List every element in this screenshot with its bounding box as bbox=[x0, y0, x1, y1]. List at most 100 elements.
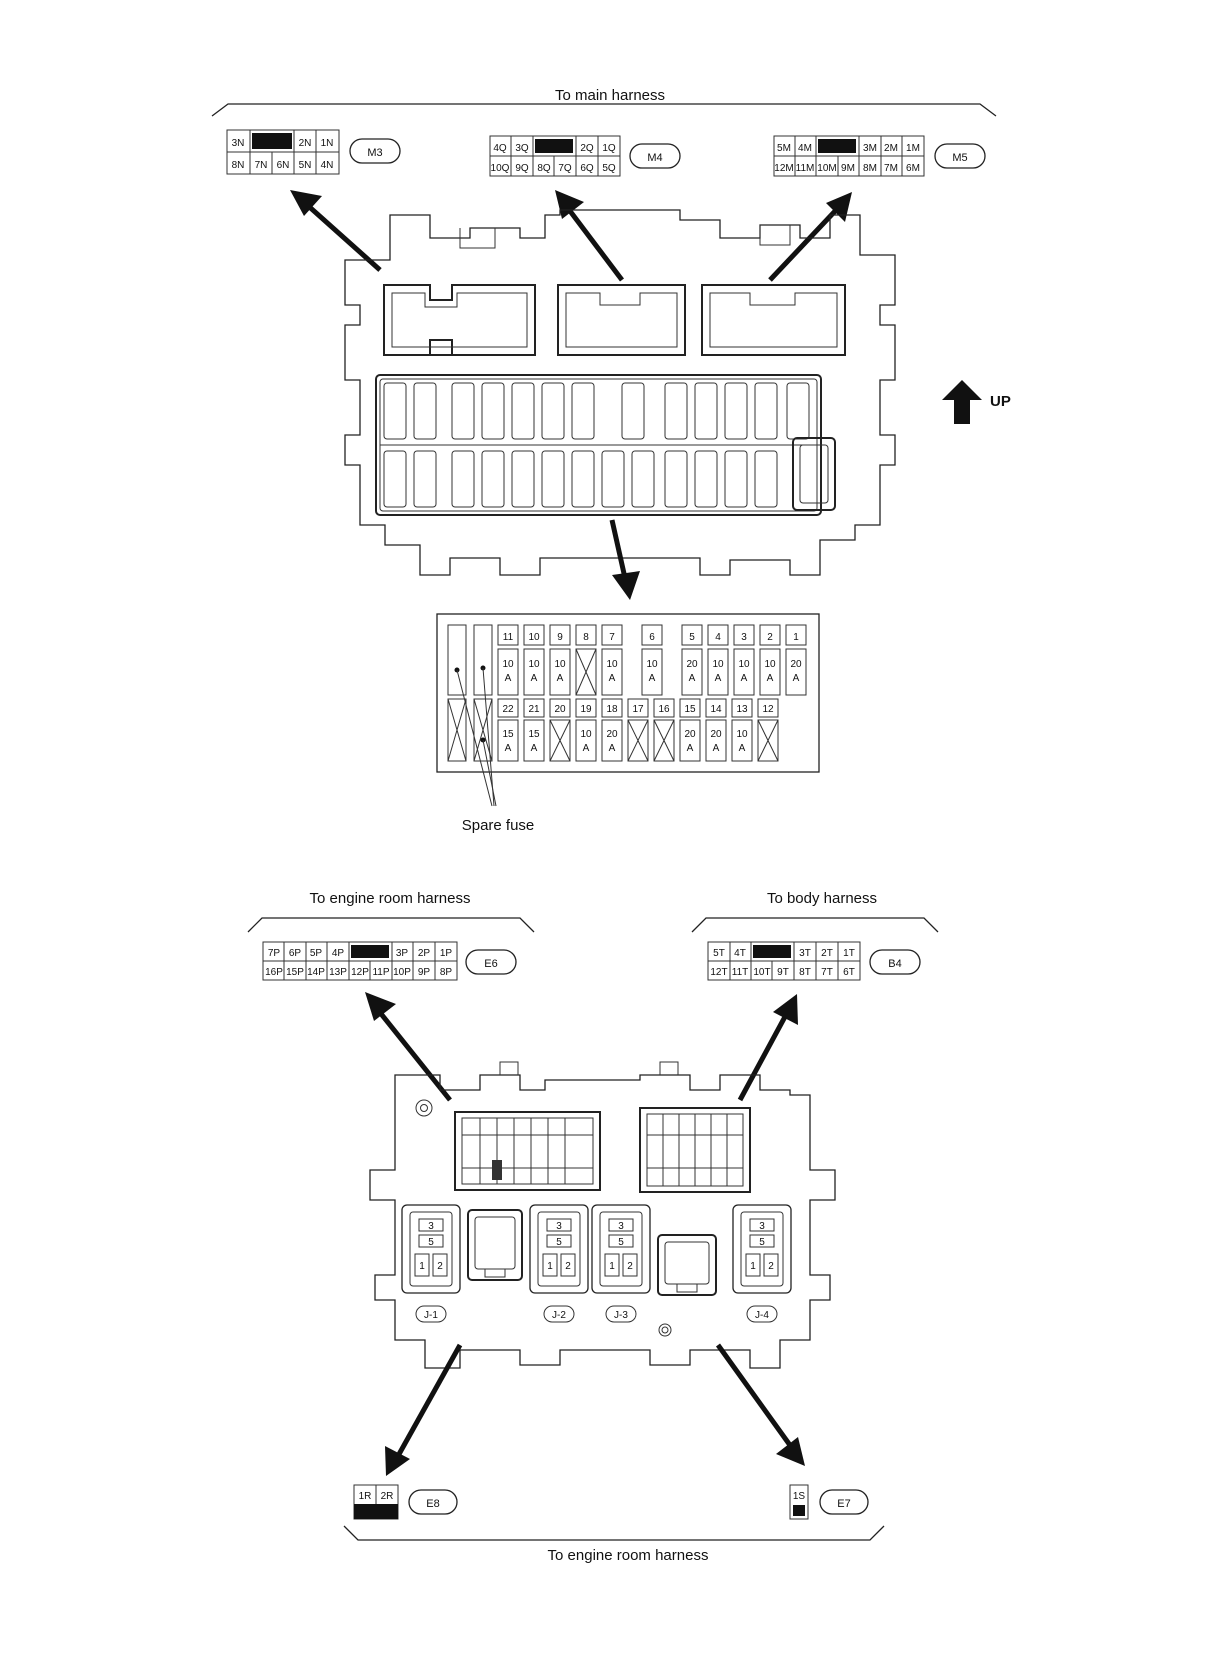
relay-id-j4: J-4 bbox=[755, 1310, 769, 1321]
pin-10m: 10M bbox=[817, 163, 836, 174]
body-connector-housing bbox=[639, 1107, 751, 1193]
svg-text:11T: 11T bbox=[732, 967, 749, 978]
svg-text:11: 11 bbox=[503, 632, 514, 643]
svg-text:20: 20 bbox=[686, 659, 698, 670]
relay-j1: 3 5 1 2 J-1 bbox=[401, 1204, 461, 1323]
engine-room-bracket bbox=[247, 917, 535, 933]
svg-text:2: 2 bbox=[565, 1261, 571, 1272]
pin-6m: 6M bbox=[906, 163, 920, 174]
spare-fuse-slots bbox=[447, 624, 497, 807]
pin-3q: 3Q bbox=[515, 143, 529, 154]
svg-text:1: 1 bbox=[419, 1261, 425, 1272]
svg-text:20: 20 bbox=[606, 729, 618, 740]
svg-text:1: 1 bbox=[750, 1261, 756, 1272]
svg-text:3: 3 bbox=[556, 1221, 562, 1232]
fuse-layout-panel bbox=[436, 613, 820, 773]
svg-text:A: A bbox=[689, 673, 696, 684]
svg-text:A: A bbox=[583, 743, 590, 754]
svg-text:13P: 13P bbox=[329, 967, 347, 978]
pin-5q: 5Q bbox=[602, 163, 616, 174]
svg-text:2: 2 bbox=[767, 632, 773, 643]
connector-e7: 1S E7 bbox=[789, 1484, 869, 1520]
fuse-slot: 14 20 A bbox=[705, 698, 727, 762]
fuse-slot: 6 10 A bbox=[641, 624, 663, 696]
pin-7m: 7M bbox=[884, 163, 898, 174]
pin-7q: 7Q bbox=[558, 163, 572, 174]
pin-2q: 2Q bbox=[580, 143, 594, 154]
pin-1n: 1N bbox=[321, 138, 334, 149]
svg-text:A: A bbox=[609, 743, 616, 754]
svg-text:14P: 14P bbox=[307, 967, 325, 978]
svg-text:9: 9 bbox=[557, 632, 563, 643]
svg-text:10: 10 bbox=[712, 659, 724, 670]
svg-text:19: 19 bbox=[580, 704, 592, 715]
fuse-slot: 7 10 A bbox=[601, 624, 623, 696]
svg-text:8P: 8P bbox=[440, 967, 453, 978]
upper-fuse-block bbox=[344, 209, 896, 576]
svg-text:8T: 8T bbox=[799, 967, 811, 978]
fuse-slot: 11 10 A bbox=[497, 624, 519, 696]
svg-text:2R: 2R bbox=[381, 1491, 394, 1502]
socket-left bbox=[467, 1209, 523, 1281]
relay-id-j3: J-3 bbox=[614, 1310, 628, 1321]
pin-10q: 10Q bbox=[491, 163, 510, 174]
svg-text:10: 10 bbox=[764, 659, 776, 670]
svg-text:9P: 9P bbox=[418, 967, 431, 978]
upper-fuse-slots-bottom bbox=[383, 437, 836, 511]
svg-text:2: 2 bbox=[437, 1261, 443, 1272]
svg-text:A: A bbox=[713, 743, 720, 754]
svg-text:10: 10 bbox=[646, 659, 658, 670]
svg-text:A: A bbox=[687, 743, 694, 754]
svg-text:3: 3 bbox=[759, 1221, 765, 1232]
svg-text:1R: 1R bbox=[359, 1491, 372, 1502]
connector-id-m4: M4 bbox=[647, 152, 662, 164]
connector-id-b4: B4 bbox=[888, 958, 901, 970]
fuse-slot: 22 15 A bbox=[497, 698, 519, 762]
fuse-slot: 2 10 A bbox=[759, 624, 781, 696]
svg-text:17: 17 bbox=[632, 704, 644, 715]
relay-id-j2: J-2 bbox=[552, 1310, 566, 1321]
svg-text:A: A bbox=[609, 673, 616, 684]
svg-text:7: 7 bbox=[609, 632, 615, 643]
label-to-body-harness: To body harness bbox=[767, 890, 877, 907]
svg-text:5T: 5T bbox=[713, 948, 725, 959]
svg-text:10: 10 bbox=[528, 659, 540, 670]
svg-text:10P: 10P bbox=[393, 967, 411, 978]
svg-text:12: 12 bbox=[762, 704, 774, 715]
fuse-slot-empty: 16 bbox=[653, 698, 675, 762]
label-to-engine-room-harness-bottom: To engine room harness bbox=[548, 1547, 709, 1564]
svg-text:3: 3 bbox=[618, 1221, 624, 1232]
arrows-top bbox=[290, 190, 852, 282]
svg-text:10: 10 bbox=[738, 659, 750, 670]
svg-text:5: 5 bbox=[618, 1237, 624, 1248]
connector-id-m5: M5 bbox=[952, 152, 967, 164]
engine-room-bottom-bracket bbox=[343, 1525, 885, 1541]
fuse-slot: 4 10 A bbox=[707, 624, 729, 696]
main-harness-bracket bbox=[211, 103, 997, 117]
svg-text:15P: 15P bbox=[286, 967, 304, 978]
svg-text:9T: 9T bbox=[777, 967, 789, 978]
engine-room-connector-housing bbox=[454, 1111, 601, 1191]
svg-text:15: 15 bbox=[502, 729, 514, 740]
svg-text:4P: 4P bbox=[332, 948, 345, 959]
svg-text:10: 10 bbox=[580, 729, 592, 740]
fuse-slot: 19 10 A bbox=[575, 698, 597, 762]
svg-text:3: 3 bbox=[741, 632, 747, 643]
fuse-slot: 18 20 A bbox=[601, 698, 623, 762]
svg-text:15: 15 bbox=[684, 704, 696, 715]
svg-text:1: 1 bbox=[547, 1261, 553, 1272]
fuse-slot: 10 10 A bbox=[523, 624, 545, 696]
connector-m3: 3N 2N 1N 8N 7N 6N 5N 4N M3 bbox=[226, 129, 401, 175]
svg-text:4: 4 bbox=[715, 632, 721, 643]
pin-2n: 2N bbox=[299, 138, 312, 149]
svg-text:4T: 4T bbox=[734, 948, 746, 959]
arrow-to-fuse-layout bbox=[609, 519, 640, 600]
svg-text:A: A bbox=[531, 743, 538, 754]
svg-text:A: A bbox=[505, 673, 512, 684]
svg-text:11P: 11P bbox=[372, 967, 389, 978]
pin-6q: 6Q bbox=[580, 163, 594, 174]
pin-9m: 9M bbox=[841, 163, 855, 174]
svg-text:7T: 7T bbox=[821, 967, 833, 978]
svg-text:5: 5 bbox=[428, 1237, 434, 1248]
